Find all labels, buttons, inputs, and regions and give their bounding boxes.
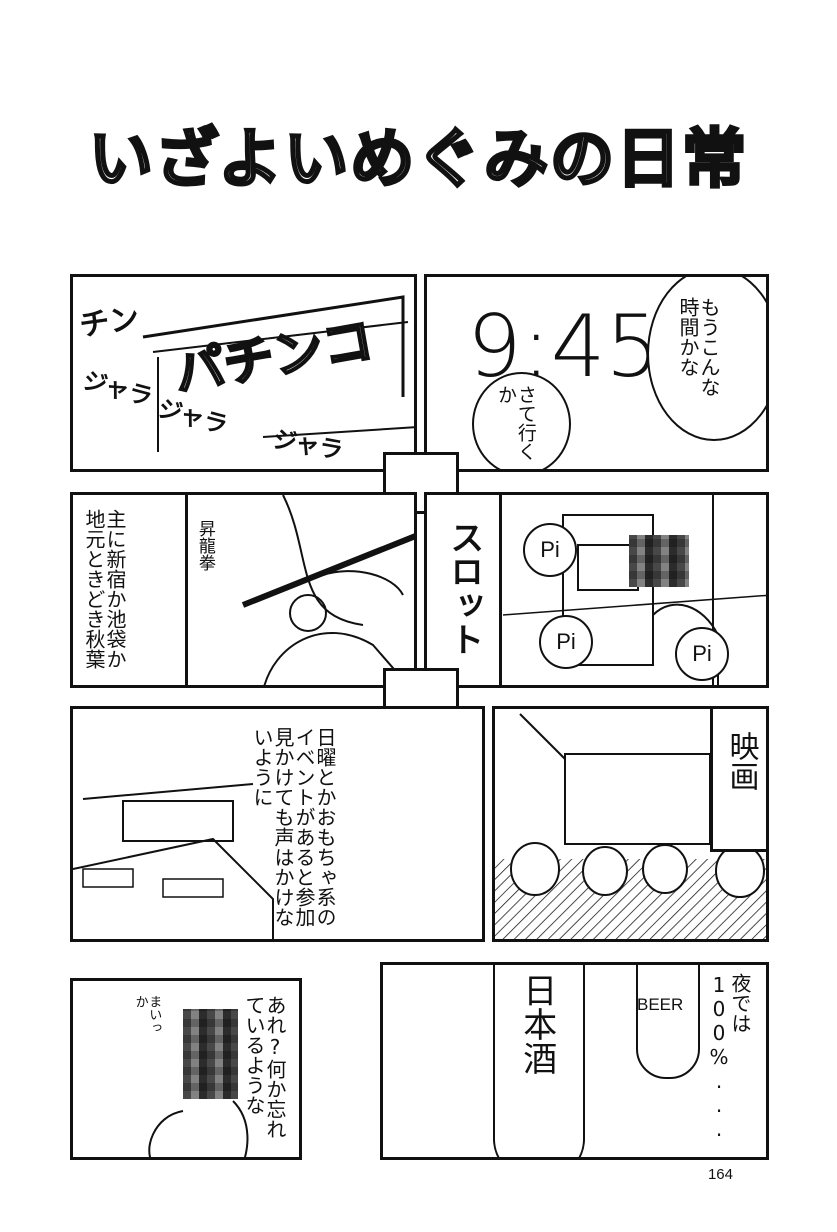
sfx-shoryuken: 昇龍拳 [194,520,215,571]
speech-bubble-left [472,372,571,469]
caption-forgetting: あれ?何か忘れているような [242,995,287,1139]
caption-locations: 主に新宿か池袋か地元ときどき秋葉 [82,509,127,669]
panel-forgetting: あれ?何か忘れているような まいっか [70,978,302,1160]
train-station-drawing [73,783,274,939]
pachinko-building-drawing [142,295,414,452]
person-drawing [148,1100,249,1157]
sake-bottle [493,965,585,1157]
speech-text-right: もうこんな時間かな [676,297,721,397]
panel-divider [185,495,188,685]
panel-event: 日曜とかおもちゃ系のイベントがあると参加見かけても声はかけないように [70,706,485,942]
pi-sound-2: Pi [539,615,593,669]
page-number: 164 [707,1166,733,1183]
mosaic-face [629,535,689,587]
panel-divider [499,495,502,685]
caption-events: 日曜とかおもちゃ系のイベントがあると参加見かけても声はかけないように [250,727,337,927]
sfx-chin: チン [77,300,142,344]
panel-game-center: 主に新宿か池袋か地元ときどき秋葉 昇龍拳 [70,492,417,688]
speech-text-left: さて行くか [494,385,537,461]
aside-never-mind: まいっか [132,995,162,1034]
cinema-drawing [495,713,766,939]
movie-label-box [710,709,766,852]
panel-drinks: 日本酒 BEER 夜では100%... [380,962,769,1160]
beer-label: BEER [637,995,684,1014]
panel-clock: 9:45 もうこんな時間かな さて行くか [424,274,769,472]
beer-can [636,965,700,1079]
speech-bubble-right [647,277,766,441]
caption-night: 夜では100%... [707,973,752,1141]
panel-pachinko: チン パチンコ ジャラ ジャラ ジャラ [70,274,417,472]
pi-sound-1: Pi [523,523,577,577]
movie-label: 映画 [723,731,759,791]
page-title: いざよいめぐみの日常 [87,122,749,199]
pi-sound-3: Pi [675,627,729,681]
sake-label: 日本酒 [516,973,557,1075]
arcade-player-drawing [241,495,414,685]
slot-label: スロット [443,520,484,656]
panel-slot: スロット Pi Pi Pi [424,492,769,688]
mosaic-face [183,1009,238,1099]
panel-movie: 映画 [492,706,769,942]
